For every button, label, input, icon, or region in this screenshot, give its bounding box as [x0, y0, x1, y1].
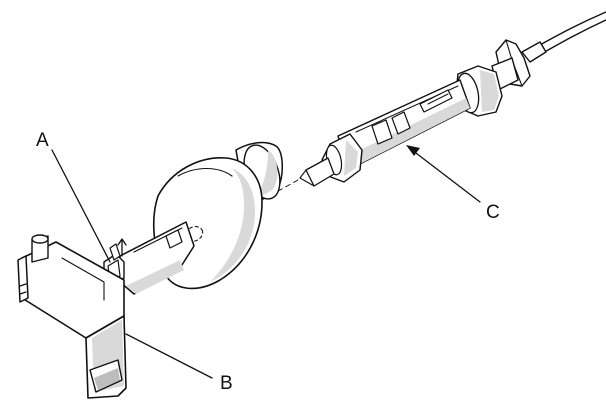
callout-label-b: B: [220, 373, 233, 394]
leader-lines: [51, 145, 481, 379]
cable-end-fitting: [491, 39, 547, 91]
leader-arrow-c: [406, 145, 420, 156]
leader-line-b: [125, 333, 213, 379]
cable: [537, 11, 606, 55]
gear-shaft: [119, 221, 195, 295]
leader-line-c: [411, 149, 481, 203]
leader-line-a: [51, 149, 111, 263]
mounting-bracket-b: [17, 234, 127, 399]
callout-label-a: A: [36, 130, 49, 151]
callout-label-c: C: [486, 202, 500, 223]
alignment-axis-line: [261, 179, 299, 201]
sleeve-assembly-c: [299, 65, 503, 187]
